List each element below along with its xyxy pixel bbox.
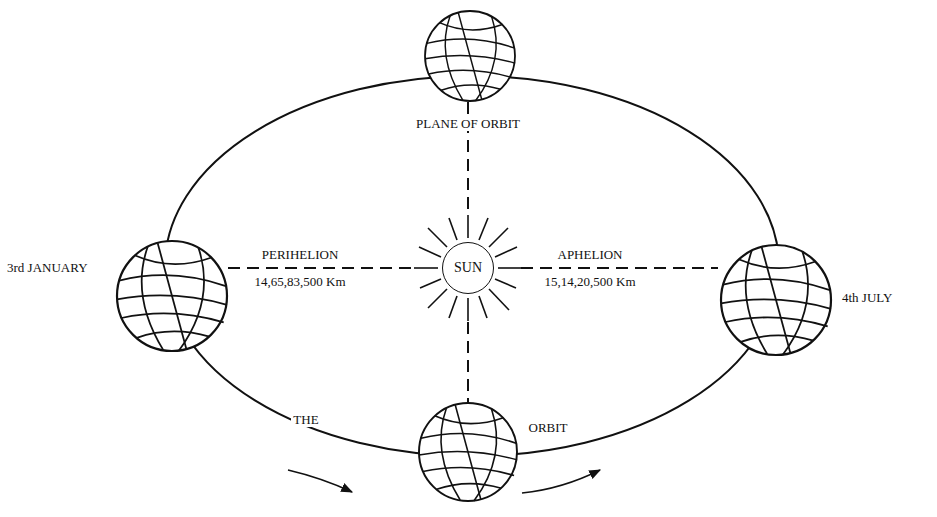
orbit-label: THE — [291, 413, 320, 428]
date-label: 4th JULY — [840, 291, 894, 306]
aphelion-label: APHELION — [556, 248, 625, 263]
distance-label: 14,65,83,500 Km — [253, 275, 348, 290]
lower-line — [467, 322, 469, 402]
earth-globe — [419, 403, 517, 501]
earth-globe — [425, 11, 515, 101]
distance-label: 15,14,20,500 Km — [543, 275, 638, 290]
date-label: 3rd JANUARY — [5, 261, 90, 276]
orbit-label: ORBIT — [527, 421, 570, 436]
sun-circle: SUN — [442, 242, 494, 294]
direction-arrow — [288, 470, 352, 492]
sun-label: SUN — [454, 260, 482, 275]
sun-rays — [414, 215, 523, 321]
plane-label: PLANE OF ORBIT — [414, 117, 522, 132]
perihelion-line — [228, 267, 416, 269]
earth-globe — [721, 245, 831, 355]
perihelion-label: PERIHELION — [260, 248, 341, 263]
dashed-radii — [228, 102, 718, 402]
direction-arrow — [522, 470, 600, 493]
orbit-ellipse — [165, 76, 779, 456]
aphelion-line — [521, 267, 718, 269]
earth-globe — [117, 241, 227, 351]
